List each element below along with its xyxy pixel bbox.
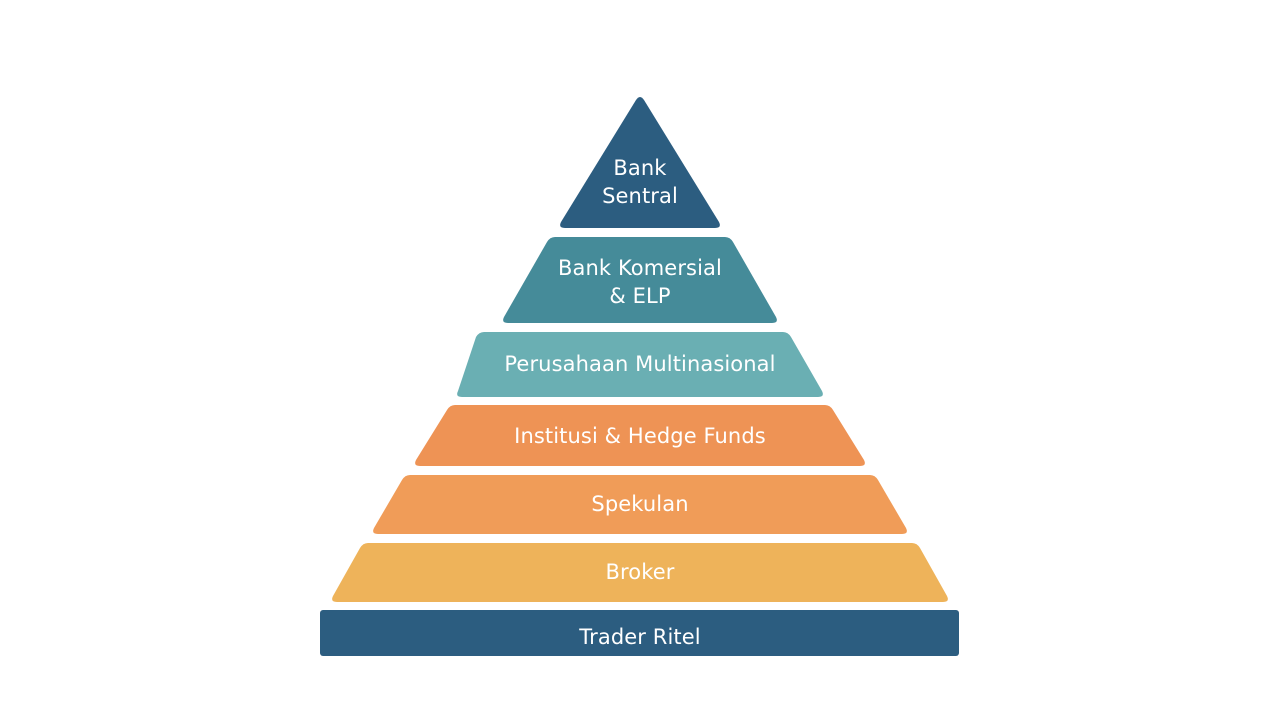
- tier-bank-sentral-shape: [560, 97, 720, 228]
- tier-spekulan-shape: [373, 475, 907, 534]
- tier-perusahaan-multinasional-shape: [457, 332, 823, 397]
- tier-broker-shape: [332, 543, 948, 602]
- tier-trader-ritel-shape: [320, 610, 959, 656]
- tier-institusi-shape: [415, 405, 865, 466]
- tier-bank-komersial-shape: [503, 237, 777, 323]
